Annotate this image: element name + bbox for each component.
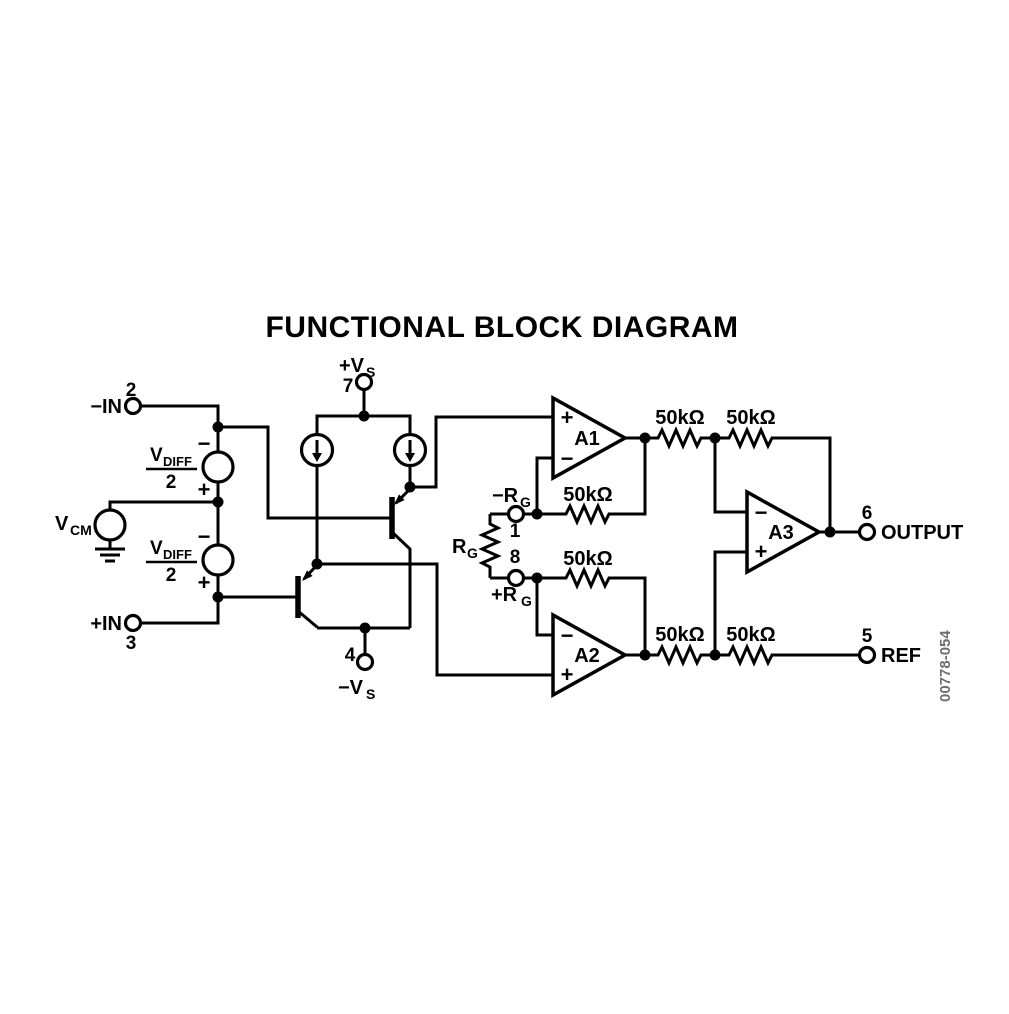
pos-in-pin: 3 [126, 633, 137, 654]
vdiff-bottom-plus: + [198, 570, 211, 595]
wire-q2-node-to-a2-plus [317, 562, 553, 677]
wire-posrg-fb-right [614, 576, 647, 655]
wire-top-chain-to-a3out [777, 436, 832, 532]
neg-in-label: −IN [90, 396, 122, 418]
rg-label: R [452, 536, 467, 558]
output-pin: 6 [862, 503, 873, 524]
svg-text:V: V [150, 445, 163, 466]
neg-in-pin: 2 [126, 380, 137, 401]
resistor-label: 50kΩ [726, 407, 775, 429]
terminal-ref [857, 645, 877, 665]
output-label: OUTPUT [881, 522, 963, 544]
components [93, 372, 877, 698]
pos-rg-label: +R [491, 584, 518, 606]
a2-plus: + [561, 662, 574, 687]
a3-minus: − [755, 500, 768, 525]
wire-node-to-a3-plus [713, 550, 747, 655]
wire-q1-collector [390, 530, 412, 628]
neg-rg-label-sub: G [520, 494, 531, 510]
a1-plus: + [561, 405, 574, 430]
svg-text:V: V [150, 538, 163, 559]
neg-vs-label: −V [338, 677, 364, 699]
wire-neg-in-rail [141, 404, 220, 625]
pos-vs-label: +V [339, 355, 365, 377]
pos-rg-label-sub: G [521, 593, 532, 609]
neg-vs-label-sub: S [366, 686, 375, 702]
pos-vs-pin: 7 [343, 376, 354, 397]
neg-rg-label: −R [492, 485, 519, 507]
vdiff-top-minus: − [198, 431, 211, 456]
vdiff-top-plus: + [198, 477, 211, 502]
wire-a2-minus-to-posrg [535, 578, 553, 637]
vcm-source [93, 508, 127, 542]
terminal-neg-in [123, 396, 143, 416]
pos-rg-pin: 8 [510, 547, 521, 568]
svg-text:2: 2 [166, 472, 177, 493]
transistor-q1 [389, 494, 405, 539]
resistor-label: 50kΩ [655, 624, 704, 646]
resistor-label: 50kΩ [563, 484, 612, 506]
pos-vs-label-sub: S [366, 364, 375, 380]
wire-a1-minus-to-negrg [535, 456, 553, 514]
page-title: FUNCTIONAL BLOCK DIAGRAM [265, 311, 738, 344]
current-source-left [299, 432, 335, 468]
pos-in-label: +IN [90, 613, 122, 635]
neg-rg-pin: 1 [510, 521, 521, 542]
a2-minus: − [561, 623, 574, 648]
opamp-a2 [551, 612, 629, 698]
vdiff-fraction-top: V DIFF 2 [146, 445, 197, 493]
transistor-q2 [295, 570, 313, 618]
terminal-output [857, 522, 877, 542]
wire-negin-to-q1-base [218, 425, 392, 520]
wire-node-to-a3-minus [713, 438, 747, 514]
opamp-a1 [551, 395, 629, 481]
current-arrow-icon [405, 453, 415, 462]
svg-text:DIFF: DIFF [163, 547, 192, 562]
ref-label: REF [881, 645, 921, 667]
terminal-pos-vs [354, 372, 374, 392]
figure-number: 00778-054 [937, 630, 954, 702]
a3-label: A3 [768, 522, 794, 544]
terminal-pos-in [123, 613, 143, 633]
terminal-neg-rg [506, 504, 526, 524]
vdiff-source-top [201, 450, 235, 484]
vdiff-source-bottom [201, 543, 235, 577]
emitter-arrow-icon [394, 494, 405, 505]
junction-dots [212, 410, 836, 661]
vcm-label: V [55, 513, 69, 535]
svg-text:DIFF: DIFF [163, 454, 192, 469]
rg-label-sub: G [467, 545, 478, 561]
resistor-label: 50kΩ [655, 407, 704, 429]
emitter-arrow-icon [302, 570, 313, 581]
current-arrow-icon [312, 453, 322, 462]
resistor-label: 50kΩ [726, 624, 775, 646]
wire-q1-node-to-a1-plus [410, 415, 553, 489]
a1-label: A1 [574, 428, 600, 450]
a2-label: A2 [574, 645, 600, 667]
current-source-right [392, 432, 428, 468]
terminal-pos-rg [506, 568, 526, 588]
terminal-neg-vs [355, 652, 375, 672]
a3-plus: + [755, 539, 768, 564]
wire-negrg-fb-right [614, 438, 647, 516]
neg-vs-pin: 4 [345, 645, 356, 666]
ref-pin: 5 [862, 626, 873, 647]
opamp-a3 [745, 489, 823, 575]
vdiff-bottom-minus: − [198, 524, 211, 549]
vcm-label-sub: CM [70, 522, 92, 538]
vdiff-fraction-bottom: V DIFF 2 [146, 538, 197, 586]
wire-vcm-branch [108, 500, 218, 510]
svg-text:2: 2 [166, 565, 177, 586]
a1-minus: − [561, 446, 574, 471]
resistor-label: 50kΩ [563, 548, 612, 570]
